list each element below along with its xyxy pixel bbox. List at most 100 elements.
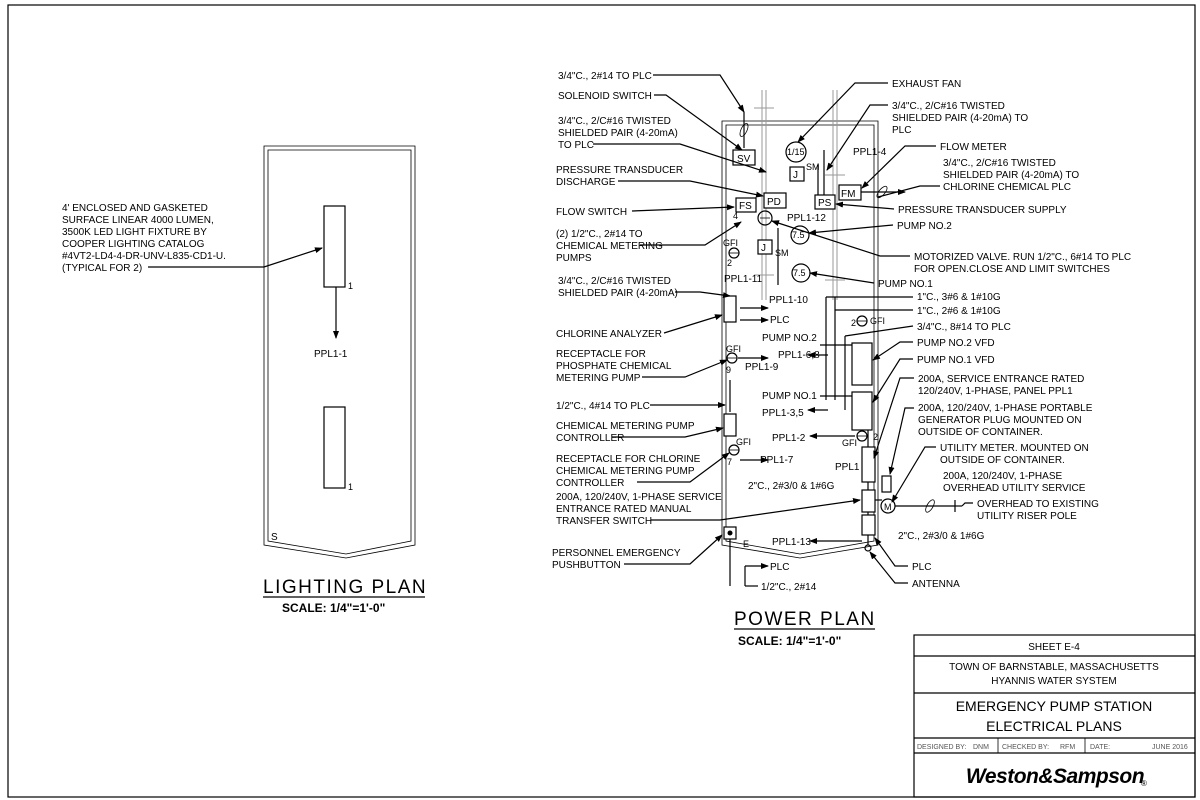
svg-text:7.5: 7.5 (793, 268, 806, 278)
svg-text:FM: FM (841, 189, 855, 200)
project-line-1: EMERGENCY PUMP STATION (956, 698, 1153, 714)
svg-text:SHIELDED PAIR (4-20mA) TO: SHIELDED PAIR (4-20mA) TO (943, 170, 1079, 181)
svg-text:PHOSPHATE CHEMICAL: PHOSPHATE CHEMICAL (556, 361, 672, 372)
svg-text:3/4"C., 2/C#16 TWISTED: 3/4"C., 2/C#16 TWISTED (943, 158, 1056, 169)
firm-registered-mark: ® (1141, 779, 1147, 788)
svg-text:3/4"C., 2/C#16 TWISTED: 3/4"C., 2/C#16 TWISTED (558, 276, 671, 287)
flow-switch-box (735, 197, 757, 213)
svg-text:J: J (793, 170, 798, 181)
svg-text:PLC: PLC (770, 562, 789, 573)
svg-text:#4VT2-LD4-4-DR-UNV-L835-CD1-U.: #4VT2-LD4-4-DR-UNV-L835-CD1-U. (62, 251, 226, 262)
svg-text:TRANSFER SWITCH: TRANSFER SWITCH (556, 516, 652, 527)
chlorine-analyzer-box (723, 295, 737, 323)
svg-text:OVERHEAD TO EXISTING: OVERHEAD TO EXISTING (977, 499, 1099, 510)
svg-text:7.5: 7.5 (792, 230, 805, 240)
svg-text:PLC: PLC (770, 315, 789, 326)
transfer-switch (861, 489, 876, 513)
svg-text:SV: SV (737, 154, 751, 165)
svg-text:CHEMICAL METERING: CHEMICAL METERING (556, 241, 663, 252)
svg-text:GFI: GFI (726, 344, 741, 354)
pump-no1-vfd (851, 391, 873, 431)
svg-text:PPL1-13: PPL1-13 (772, 537, 811, 548)
svg-text:PPL1-4: PPL1-4 (853, 147, 887, 158)
circuit-labels: PPL1-4 PPL1-12 PPL1-11 PPL1-10 PLC PUMP … (723, 147, 985, 593)
svg-text:EXHAUST FAN: EXHAUST FAN (892, 79, 961, 90)
svg-text:PUMP NO.1 VFD: PUMP NO.1 VFD (917, 355, 995, 366)
svg-text:DESIGNED BY:: DESIGNED BY: (917, 744, 966, 751)
svg-text:1/2"C., 4#14 TO PLC: 1/2"C., 4#14 TO PLC (556, 401, 650, 412)
power-plan-scale: SCALE: 1/4"=1'-0" (738, 634, 841, 648)
svg-text:PPL1-9: PPL1-9 (745, 362, 779, 373)
motorized-valve (757, 210, 773, 226)
container-inner-outline (725, 124, 875, 555)
svg-text:PERSONNEL EMERGENCY: PERSONNEL EMERGENCY (552, 548, 681, 559)
svg-text:CONTROLLER: CONTROLLER (556, 478, 624, 489)
home-run-label: PPL1-1 (314, 349, 348, 360)
fixture-leader (148, 247, 323, 268)
owner-line-1: TOWN OF BARNSTABLE, MASSACHUSETTS (949, 662, 1159, 673)
svg-text:PPL1-10: PPL1-10 (769, 295, 808, 306)
svg-text:PPL1-6,8: PPL1-6,8 (778, 350, 820, 361)
left-callouts: 3/4"C., 2#14 TO PLC SOLENOID SWITCH 3/4"… (552, 71, 861, 571)
svg-text:GENERATOR PLUG MOUNTED ON: GENERATOR PLUG MOUNTED ON (918, 415, 1082, 426)
svg-text:120/240V, 1-PHASE, PANEL PPL1: 120/240V, 1-PHASE, PANEL PPL1 (918, 386, 1073, 397)
svg-text:PPL1-3,5: PPL1-3,5 (762, 408, 804, 419)
container-inner-outline (267, 149, 412, 555)
lighting-plan-title: LIGHTING PLAN (263, 577, 427, 598)
junction-box-lower (757, 239, 773, 255)
antenna-symbol (864, 544, 872, 552)
project-line-2: ELECTRICAL PLANS (986, 718, 1122, 734)
svg-text:OUTSIDE OF CONTAINER.: OUTSIDE OF CONTAINER. (940, 455, 1065, 466)
switch-symbol: S (271, 532, 278, 543)
fixture-circuit-upper: 1 (348, 281, 353, 291)
svg-text:RECEPTACLE FOR CHLORINE: RECEPTACLE FOR CHLORINE (556, 454, 701, 465)
designed-by: DNM (973, 744, 989, 751)
container-outline (263, 145, 416, 559)
svg-text:CONTROLLER: CONTROLLER (556, 433, 624, 444)
svg-text:METERING PUMP: METERING PUMP (556, 373, 641, 384)
svg-text:PUMP NO.1: PUMP NO.1 (762, 391, 817, 402)
svg-text:3/4"C., 2/C#16 TWISTED: 3/4"C., 2/C#16 TWISTED (558, 116, 671, 127)
svg-text:3/4"C., 8#14 TO PLC: 3/4"C., 8#14 TO PLC (917, 322, 1011, 333)
svg-text:PUMP NO.2: PUMP NO.2 (762, 333, 817, 344)
svg-text:SHIELDED PAIR (4-20mA) TO: SHIELDED PAIR (4-20mA) TO (892, 113, 1028, 124)
svg-text:1/2"C., 2#14: 1/2"C., 2#14 (761, 582, 817, 593)
svg-text:ENTRANCE RATED MANUAL: ENTRANCE RATED MANUAL (556, 504, 692, 515)
svg-text:PS: PS (818, 198, 832, 209)
lighting-plan-scale: SCALE: 1/4"=1'-0" (282, 601, 385, 615)
svg-text:2: 2 (727, 258, 732, 268)
exhaust-fan-symbol (785, 141, 807, 163)
fixture-note: 4' ENCLOSED AND GASKETED SURFACE LINEAR … (62, 203, 226, 274)
svg-text:PD: PD (767, 197, 781, 208)
svg-text:PUMP NO.2: PUMP NO.2 (897, 221, 952, 232)
svg-text:FLOW METER: FLOW METER (940, 142, 1007, 153)
container-outline (721, 120, 879, 559)
sheet-number: SHEET E-4 (1028, 642, 1080, 653)
svg-text:3500K LED LIGHT FIXTURE BY: 3500K LED LIGHT FIXTURE BY (62, 227, 207, 238)
svg-text:PPL1-2: PPL1-2 (772, 433, 806, 444)
right-callouts: EXHAUST FAN 3/4"C., 2/C#16 TWISTED SHIEL… (771, 79, 1131, 590)
svg-text:PPL1-11: PPL1-11 (724, 274, 763, 285)
svg-text:OUTSIDE OF CONTAINER.: OUTSIDE OF CONTAINER. (918, 427, 1043, 438)
svg-text:2: 2 (851, 318, 856, 328)
svg-text:200A, 120/240V, 1-PHASE SERVIC: 200A, 120/240V, 1-PHASE SERVICE (556, 492, 722, 503)
svg-text:ANTENNA: ANTENNA (912, 579, 960, 590)
svg-text:1"C., 3#6 & 1#10G: 1"C., 3#6 & 1#10G (917, 292, 1001, 303)
svg-text:OVERHEAD UTILITY SERVICE: OVERHEAD UTILITY SERVICE (943, 483, 1086, 494)
checked-by: RFM (1060, 744, 1075, 751)
panel-ppl1 (861, 446, 876, 483)
svg-text:SHIELDED PAIR (4-20mA): SHIELDED PAIR (4-20mA) (558, 288, 678, 299)
pressure-discharge-box (763, 192, 787, 209)
sheet-date: JUNE 2016 (1152, 744, 1188, 751)
svg-text:1/15: 1/15 (787, 147, 805, 157)
svg-text:2"C., 2#3/0 & 1#6G: 2"C., 2#3/0 & 1#6G (898, 531, 985, 542)
svg-text:SURFACE LINEAR 4000 LUMEN,: SURFACE LINEAR 4000 LUMEN, (62, 215, 214, 226)
svg-text:MOTORIZED VALVE. RUN 1/2"C., 6: MOTORIZED VALVE. RUN 1/2"C., 6#14 TO PLC (914, 252, 1131, 263)
power-plan-title: POWER PLAN (734, 609, 876, 630)
svg-text:CHEMICAL METERING PUMP: CHEMICAL METERING PUMP (556, 421, 695, 432)
svg-text:(2) 1/2"C., 2#14 TO: (2) 1/2"C., 2#14 TO (556, 229, 643, 240)
svg-text:PPL1: PPL1 (835, 462, 860, 473)
svg-text:UTILITY RISER POLE: UTILITY RISER POLE (977, 511, 1077, 522)
svg-text:3/4"C., 2/C#16 TWISTED: 3/4"C., 2/C#16 TWISTED (892, 101, 1005, 112)
service-disconnect (861, 514, 876, 536)
